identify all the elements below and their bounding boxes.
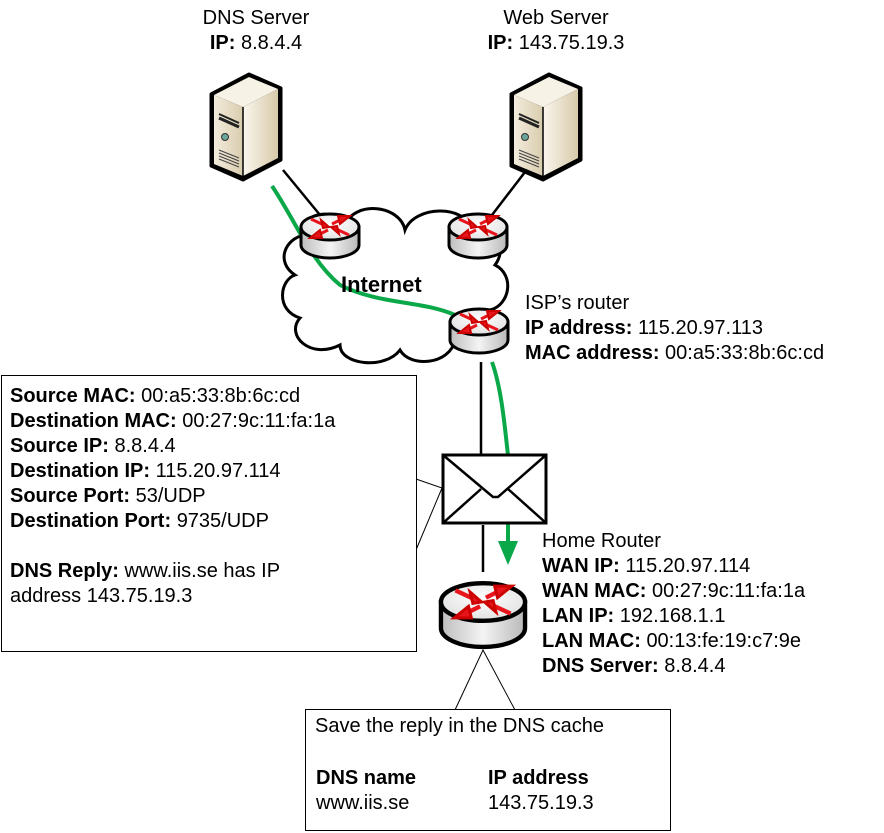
packet-field: Source Port: 53/UDP [10, 485, 206, 507]
internet-router-left-icon [299, 212, 361, 260]
home-router-field: WAN MAC: 00:27:9c:11:fa:1a [542, 580, 806, 602]
dns-reply-flow-path-lower [490, 361, 510, 456]
packet-field: Source MAC: 00:a5:33:8b:6c:cd [10, 385, 301, 407]
dns-server-label: DNS Server IP: 8.8.4.4 [186, 6, 326, 56]
packet-callout-pointer [415, 478, 443, 551]
dns-cache-box: Save the reply in the DNS cache DNS name… [305, 709, 671, 831]
home-router-field: WAN IP: 115.20.97.114 [542, 555, 751, 577]
internet-label: Internet [341, 272, 422, 297]
home-router-field: LAN MAC: 00:13:fe:19:c7:9e [542, 630, 802, 652]
web-server-icon [509, 72, 583, 182]
dns-reply-line: DNS Reply: www.iis.se has IP [10, 560, 281, 582]
packet-field: Destination Port: 9735/UDP [10, 510, 269, 532]
column-header-ip-address: IP address [488, 767, 589, 789]
envelope-icon [441, 453, 548, 525]
dns-server-ip-label: IP: [209, 32, 236, 54]
isp-router-field: MAC address: 00:a5:33:8b:6c:cd [525, 342, 825, 364]
packet-field: Destination MAC: 00:27:9c:11:fa:1a [10, 410, 336, 432]
packet-field: Destination IP: 115.20.97.114 [10, 460, 281, 482]
home-router-icon [441, 583, 525, 647]
dns-server-ip-value: 8.8.4.4 [240, 32, 303, 54]
packet-field: Source IP: 8.8.4.4 [10, 435, 176, 457]
home-router-info: Home Router WAN IP: 115.20.97.114 WAN MA… [542, 529, 805, 679]
link-web-server-to-router [491, 171, 526, 216]
dns-cache-table: DNS name IP address www.iis.se 143.75.19.3 [316, 766, 594, 816]
isp-router-field: IP address: 115.20.97.113 [525, 317, 763, 339]
dns-server-icon [209, 72, 283, 182]
home-router-title: Home Router [542, 530, 661, 552]
dns-cache-caption: Save the reply in the DNS cache [315, 715, 605, 737]
dns-cache-row: www.iis.se 143.75.19.3 [316, 791, 594, 816]
packet-info-box: Source MAC: 00:a5:33:8b:6c:cd Destinatio… [1, 375, 417, 652]
cache-dns-name: www.iis.se [316, 792, 410, 814]
web-server-ip-value: 143.75.19.3 [518, 32, 625, 54]
web-server-ip-label: IP: [487, 32, 514, 54]
internet-router-right-icon [447, 212, 509, 260]
web-server-label: Web Server IP: 143.75.19.3 [466, 6, 646, 56]
link-dns-server-to-router [282, 169, 321, 216]
flow-arrow-head [498, 541, 518, 565]
cache-ip-address: 143.75.19.3 [488, 792, 594, 814]
isp-router-icon [448, 307, 510, 355]
dns-server-title: DNS Server [202, 7, 310, 29]
dns-cache-header-row: DNS name IP address [316, 766, 594, 791]
column-header-dns-name: DNS name [316, 767, 417, 789]
dns-reply-line-2: address 143.75.19.3 [10, 585, 193, 607]
isp-router-info: ISP’s router IP address: 115.20.97.113 M… [525, 291, 824, 366]
isp-router-title: ISP’s router [525, 292, 630, 314]
dns-reply-flow-path [270, 184, 456, 317]
home-router-field: LAN IP: 192.168.1.1 [542, 605, 726, 627]
home-router-field: DNS Server: 8.8.4.4 [542, 655, 726, 677]
cache-callout-pointer [454, 648, 516, 711]
web-server-title: Web Server [503, 7, 609, 29]
